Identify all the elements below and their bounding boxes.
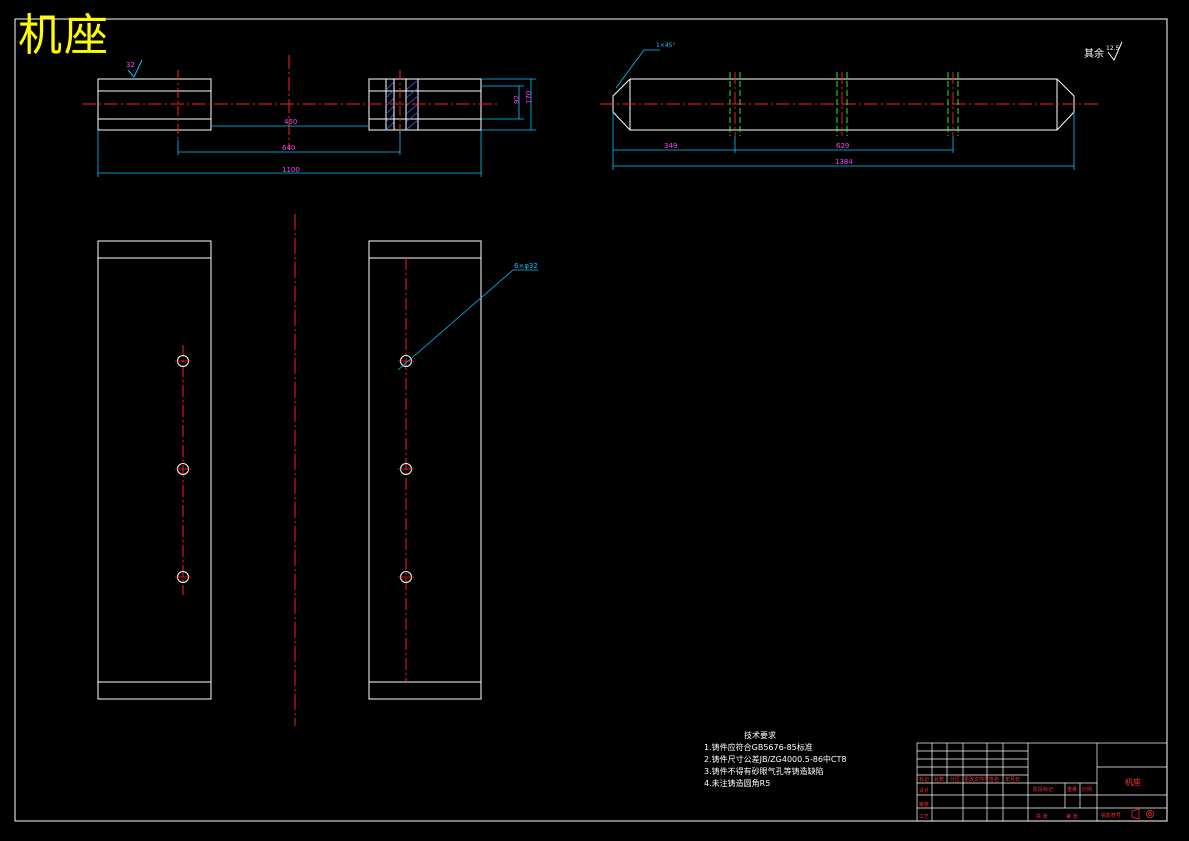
note-item: 3.铸件不得有砂眼气孔等铸造缺陷 (704, 767, 824, 776)
dim-450: 450 (284, 118, 297, 126)
tb-zone: 分区 (950, 776, 960, 783)
mounting-holes (175, 355, 414, 583)
technical-notes: 技术要求 1.铸件应符合GB5676-85标准 2.铸件尺寸公差JB/ZG400… (704, 730, 846, 790)
tb-mark: 标记 (919, 776, 929, 783)
drawing-title: 机座 (18, 10, 110, 61)
chamfer-callout: 1×45° (656, 42, 675, 49)
dim-629: 629 (836, 142, 849, 150)
tb-count: 处数 (934, 776, 944, 783)
note-item: 1.铸件应符合GB5676-85标准 (704, 743, 813, 752)
roughness-other-value: 12.5 (1106, 45, 1120, 52)
tb-date: 年月日 (1005, 776, 1020, 783)
roughness-value: 32 (126, 61, 135, 69)
hatch-left (385, 81, 395, 131)
title-block (916, 742, 1168, 822)
tb-sheets-total: 共 张 (1036, 813, 1048, 820)
plan-right-block (368, 240, 482, 700)
note-item: 4.未注铸造圆角R5 (704, 779, 771, 788)
projection-circle (1146, 810, 1154, 818)
tb-weight: 重量 (1067, 786, 1077, 793)
dim-92: 92 (513, 95, 521, 104)
dim-170: 170 (525, 91, 533, 104)
tb-sheet-no: 第 张 (1066, 813, 1078, 820)
tb-change-doc: 更改文件号 (964, 776, 989, 783)
hole-callout: 6×φ32 (514, 262, 538, 270)
dim-349: 349 (664, 142, 677, 150)
note-item: 2.铸件尺寸公差JB/ZG4000.5-86中CT8 (704, 755, 847, 764)
tb-process: 工艺 (919, 814, 929, 820)
tb-stage: 阶段标记 (1033, 786, 1053, 793)
front-left-block (97, 78, 212, 131)
tb-review: 审核 (919, 801, 929, 808)
bottom-views (97, 214, 538, 726)
title-block-labels: 标记 处数 分区 更改文件号 签名 年月日 设计 审核 工艺 阶段标记 重量 比… (919, 776, 1141, 820)
notes-heading: 技术要求 (744, 731, 776, 740)
dim-640: 640 (282, 144, 295, 152)
roughness-other-label: 其余 (1084, 47, 1104, 60)
hatch-right (405, 79, 419, 131)
plan-left-block (97, 240, 212, 700)
hole-leader (397, 269, 538, 371)
sheet-border (14, 18, 1168, 822)
shaft-dimensions (612, 49, 1075, 170)
shaft-view (600, 41, 1123, 170)
roughness-symbol (127, 59, 143, 78)
tb-projection: 投影符号 (1101, 812, 1121, 819)
front-dimensions (97, 78, 536, 177)
dim-1384: 1384 (835, 158, 853, 166)
dimension-labels: 450 640 1100 92 170 349 629 1384 6×φ32 1… (126, 42, 1120, 270)
front-view (82, 55, 536, 177)
dim-1100: 1100 (282, 166, 300, 174)
tb-part-name: 机座 (1125, 777, 1141, 787)
tb-sign: 签名 (989, 776, 999, 783)
tb-design: 设计 (919, 787, 929, 794)
roughness-other-symbol (1107, 41, 1123, 61)
tb-scale: 比例 (1082, 786, 1092, 793)
shaft-grooves (729, 72, 959, 136)
